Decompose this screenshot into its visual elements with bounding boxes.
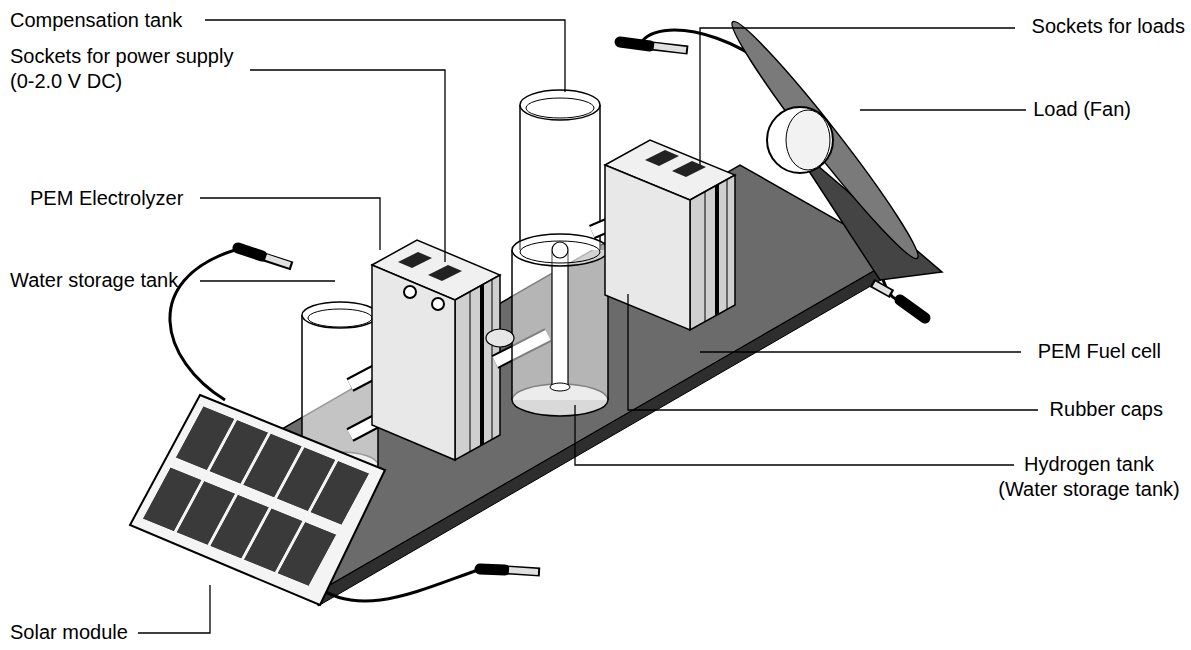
fan-wire-part xyxy=(874,284,890,293)
leader-line-part xyxy=(250,70,445,262)
fan-load xyxy=(722,13,942,280)
solar-wire-part xyxy=(509,570,538,572)
callout-label: Solar module xyxy=(10,620,128,645)
callout-label: Rubber caps xyxy=(1050,397,1163,422)
pem-electrolyzer-part xyxy=(492,280,493,440)
callout-label: Water storage tank xyxy=(10,268,178,293)
pem-fuel-cell-part xyxy=(672,161,706,177)
pem-fuel-cell-part xyxy=(727,180,728,310)
callout-label: PEM Electrolyzer xyxy=(30,186,183,211)
leader-line xyxy=(138,20,1038,633)
callout-label: Compensation tank xyxy=(10,8,182,33)
rubber-cap-part xyxy=(486,329,514,347)
compensation-tank xyxy=(512,90,608,266)
compensation-tank-part xyxy=(526,98,594,118)
pem-fuel-cell xyxy=(605,140,735,330)
pem-fuel-cell-part xyxy=(690,175,735,330)
base-board-part xyxy=(318,256,900,606)
pem-electrolyzer-part xyxy=(432,298,444,310)
compensation-tank-part xyxy=(520,105,600,250)
callout-label: PEM Fuel cell xyxy=(1038,339,1161,364)
solar-wire-part xyxy=(170,250,235,400)
hydrogen-tank-part xyxy=(512,250,608,400)
callout-label: Load (Fan) xyxy=(1033,97,1131,122)
compensation-tank-part xyxy=(552,242,568,258)
fan-wire-part xyxy=(654,46,686,50)
leader-line-part xyxy=(200,198,380,250)
solar-module-part-part xyxy=(310,460,370,525)
solar-wire-part xyxy=(480,569,505,570)
leader-line-part xyxy=(138,585,210,633)
leader-line-part xyxy=(200,280,335,281)
pem-fuel-cell-part xyxy=(605,165,690,330)
leader-line-part xyxy=(628,294,1038,410)
fan-wire-part xyxy=(872,283,892,294)
pem-electrolyzer-part xyxy=(470,292,471,452)
pem-fuel-cell-part xyxy=(715,185,719,315)
solar-wire xyxy=(170,248,540,601)
pem-electrolyzer xyxy=(372,240,500,460)
leader-line-part xyxy=(700,28,1015,165)
solar-module xyxy=(130,395,385,605)
leader-line-part xyxy=(575,405,1014,465)
pem-electrolyzer-part xyxy=(428,265,462,281)
fan-load-part xyxy=(786,110,830,170)
callout-label: Sockets for loads xyxy=(1032,14,1185,39)
fan-wire-part xyxy=(620,42,650,46)
leader-line-part xyxy=(700,351,1021,352)
solar-module-part-part xyxy=(277,522,337,587)
solar-wire-part xyxy=(238,248,262,256)
solar-wire-part xyxy=(266,257,290,265)
pem-electrolyzer-part xyxy=(372,265,455,460)
water-storage-tank-part xyxy=(302,302,378,328)
fan-wire-part xyxy=(900,300,925,318)
leader-line-part xyxy=(205,20,565,92)
solar-module-part xyxy=(130,395,385,605)
callout-label: Hydrogen tank (Water storage tank) xyxy=(995,452,1183,502)
leader-line-part xyxy=(860,109,1026,110)
pem-electrolyzer-part xyxy=(404,286,416,298)
pem-electrolyzer-part xyxy=(480,285,484,445)
compensation-tank-part xyxy=(520,90,600,120)
solar-wire-part xyxy=(507,570,540,572)
fan-load-part xyxy=(722,13,929,267)
solar-wire-part xyxy=(315,570,478,601)
compensation-tank-part xyxy=(512,234,608,266)
hydrogen-tank-part xyxy=(550,383,570,391)
pem-fuel-cell-part xyxy=(705,192,706,322)
fan-wire-part xyxy=(652,46,688,50)
hydrogen-tank-part xyxy=(511,250,513,400)
water-storage-tank-part xyxy=(308,309,372,327)
fan-load-part xyxy=(767,107,833,173)
pem-fuel-cell-part xyxy=(645,150,679,166)
hydrogen-tank-part xyxy=(552,252,568,387)
pem-electrolyzer-part xyxy=(398,252,432,268)
pem-electrolyzer-part xyxy=(455,275,500,460)
hydrogen-tank xyxy=(512,250,608,416)
solar-module-part xyxy=(142,406,369,587)
compensation-tank-part xyxy=(520,241,600,263)
callout-label: Sockets for power supply (0-2.0 V DC) xyxy=(10,44,245,94)
solar-wire-part xyxy=(264,257,292,266)
compensation-tank-part xyxy=(519,105,521,250)
